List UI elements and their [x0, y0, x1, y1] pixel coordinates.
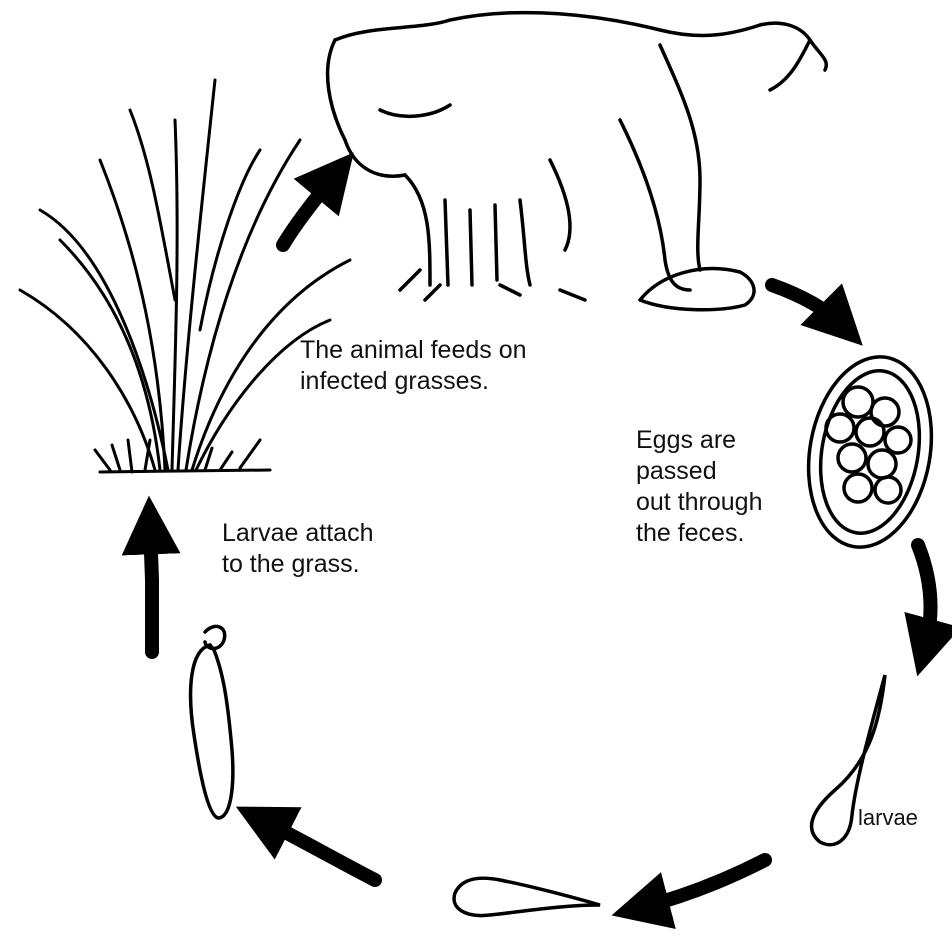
caption-feeding-line-1: The animal feeds on — [300, 335, 527, 366]
larva-bottom-illustration — [454, 878, 600, 915]
arrow-left-to-grass — [150, 525, 152, 652]
caption-feeding: The animal feeds on infected grasses. — [300, 335, 527, 397]
arrow-eggs-to-larva — [918, 545, 930, 648]
grass-illustration — [20, 80, 350, 472]
caption-eggs-line-4: the feces. — [636, 518, 763, 549]
egg-illustration — [794, 347, 946, 557]
caption-eggs-line-3: out through — [636, 487, 763, 518]
caption-larvae: larvae — [858, 802, 918, 833]
caption-attach: Larvae attach to the grass. — [222, 518, 374, 580]
caption-eggs-line-1: Eggs are — [636, 425, 763, 456]
caption-attach-line-2: to the grass. — [222, 549, 374, 580]
caption-eggs: Eggs are passed out through the feces. — [636, 425, 763, 549]
arrow-grass-to-cow — [283, 175, 335, 245]
larva-left-illustration — [191, 626, 233, 818]
caption-attach-line-1: Larvae attach — [222, 518, 374, 549]
cow-illustration — [328, 13, 827, 310]
caption-feeding-line-2: infected grasses. — [300, 366, 527, 397]
caption-eggs-line-2: passed — [636, 456, 763, 487]
arrow-larva-to-bottom — [640, 860, 765, 908]
arrow-cow-to-eggs — [772, 285, 842, 325]
arrow-bottom-to-left — [262, 820, 375, 880]
